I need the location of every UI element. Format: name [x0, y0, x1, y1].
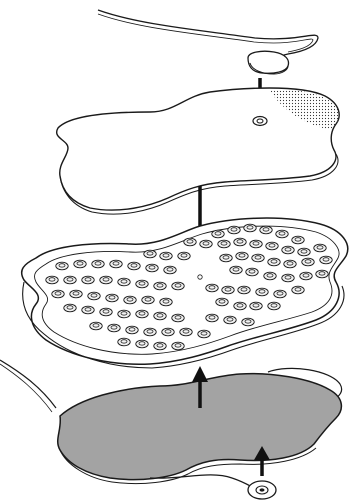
massage-cup — [300, 272, 312, 280]
massage-cup — [198, 330, 210, 338]
bottom-snap-connector — [248, 481, 276, 499]
massage-cup — [222, 286, 234, 294]
massage-cup — [244, 224, 256, 232]
massage-cup — [106, 294, 118, 302]
massage-cup — [316, 270, 328, 278]
massage-cup — [154, 342, 166, 350]
massage-cup — [206, 284, 218, 292]
massage-cup — [268, 258, 280, 266]
massage-cup — [266, 242, 278, 250]
massage-cup — [110, 260, 122, 268]
massage-cup-tray — [22, 218, 348, 368]
top-lead-cable — [98, 10, 318, 56]
massage-cup — [136, 280, 148, 288]
massage-cup — [172, 282, 184, 290]
massage-cup — [56, 262, 68, 270]
massage-cup — [90, 322, 102, 330]
massage-cup — [234, 238, 246, 246]
massage-cup — [160, 298, 172, 306]
massage-cup — [314, 244, 326, 252]
massage-cup — [230, 266, 242, 274]
massage-cup — [250, 240, 262, 248]
massage-cup — [70, 290, 82, 298]
massage-cup — [282, 246, 294, 254]
massage-cup — [200, 240, 212, 248]
massage-cup — [220, 254, 232, 262]
massage-cup — [100, 276, 112, 284]
massage-cup — [206, 314, 218, 322]
massage-cup — [264, 272, 276, 280]
massage-cup — [146, 264, 158, 272]
massage-cup — [118, 338, 130, 346]
massage-cup — [218, 240, 230, 248]
massage-cup — [298, 248, 310, 256]
massage-cup — [238, 286, 250, 294]
massage-cup — [142, 296, 154, 304]
massage-cup — [136, 310, 148, 318]
massage-cup — [160, 252, 172, 260]
massage-cup — [242, 318, 254, 326]
massage-cup — [276, 230, 288, 238]
massage-cup — [320, 256, 332, 264]
massage-cup — [292, 236, 304, 244]
massage-cup — [52, 290, 64, 298]
massage-cup — [154, 282, 166, 290]
massage-cup — [64, 304, 76, 312]
massage-cup — [88, 292, 100, 300]
massage-cup — [118, 278, 130, 286]
massage-cup — [292, 286, 304, 294]
massage-cup — [180, 328, 192, 336]
massage-cup — [184, 238, 196, 246]
massage-cup — [172, 342, 184, 350]
massage-cup — [260, 226, 272, 234]
massage-cup — [82, 306, 94, 314]
massage-cup — [164, 266, 176, 274]
massage-cup — [236, 252, 248, 260]
massage-cup — [154, 312, 166, 320]
massage-cup — [172, 314, 184, 322]
massage-cup — [162, 328, 174, 336]
massage-cup — [256, 288, 268, 296]
massage-cup — [128, 262, 140, 270]
massage-cup — [126, 326, 138, 334]
massage-cup — [74, 260, 86, 268]
massage-cup — [216, 298, 228, 306]
snap-socket-icon — [253, 117, 267, 126]
massage-cup — [124, 296, 136, 304]
massage-cup — [108, 324, 120, 332]
massage-cup — [144, 250, 156, 258]
massage-cup — [284, 260, 296, 268]
massage-cup — [252, 254, 264, 262]
massage-cup — [118, 310, 130, 318]
massage-cup — [92, 260, 104, 268]
massage-cup — [100, 308, 112, 316]
massage-cup — [64, 276, 76, 284]
massage-cup — [282, 274, 294, 282]
massage-cup — [268, 302, 280, 310]
massage-cup — [302, 258, 314, 266]
massage-cup — [246, 268, 258, 276]
massage-cup — [274, 290, 286, 298]
massage-cup — [144, 328, 156, 336]
top-snap-connector — [248, 51, 288, 74]
massage-cup — [228, 226, 240, 234]
massage-cup — [178, 252, 190, 260]
massage-cup — [46, 276, 58, 284]
massage-cup — [250, 302, 262, 310]
massage-cup — [136, 340, 148, 348]
top-electrode-pad — [57, 88, 340, 214]
massage-cup — [234, 302, 246, 310]
massage-cup — [82, 276, 94, 284]
massage-cup — [212, 230, 224, 238]
massage-cup — [224, 316, 236, 324]
